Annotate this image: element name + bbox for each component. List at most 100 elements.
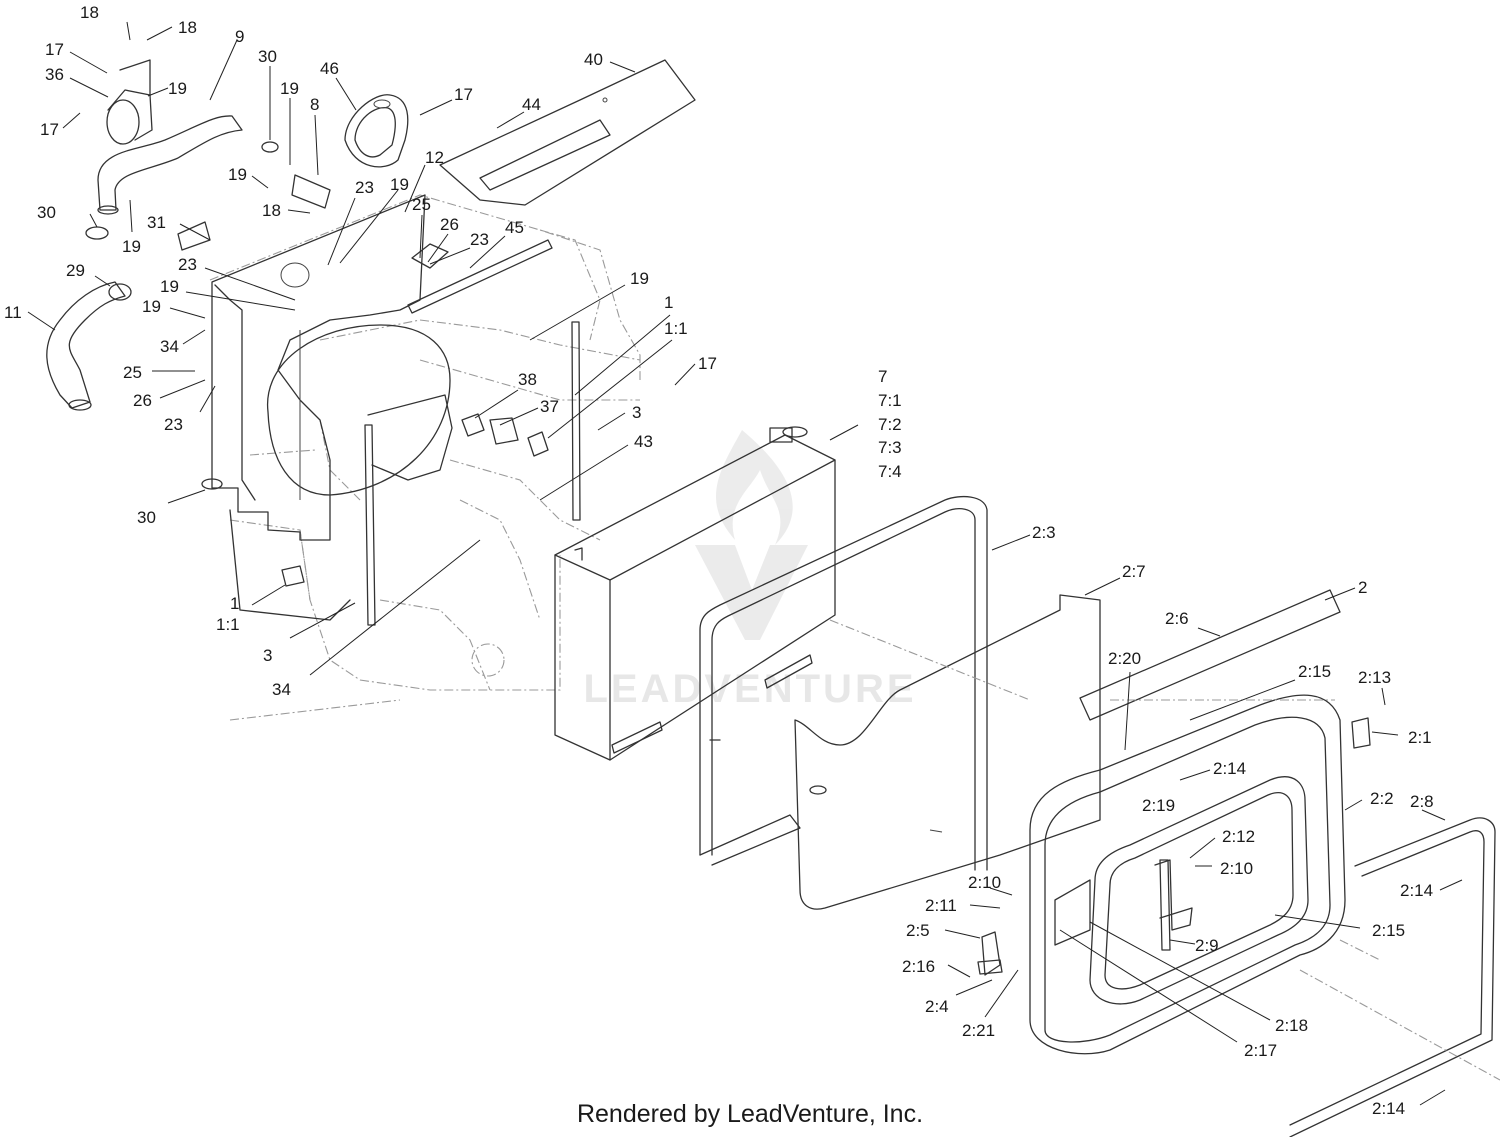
callout-19: 19: [122, 237, 141, 256]
callout-34: 34: [160, 337, 179, 356]
callout-8: 8: [310, 95, 319, 114]
callout-25: 25: [123, 363, 142, 382]
bracket-2-9: [1154, 859, 1193, 931]
fan-shroud: [211, 194, 453, 626]
callout-19: 19: [280, 79, 299, 98]
hinge-2-1: [1351, 717, 1371, 749]
callout-23: 23: [355, 178, 374, 197]
leader-lines: [27, 21, 1463, 1106]
callout-2-15: 2:15: [1298, 662, 1331, 681]
callout-2-8: 2:8: [1410, 792, 1434, 811]
callout-2-16: 2:16: [902, 957, 935, 976]
callout-30: 30: [137, 508, 156, 527]
callout-7: 7: [878, 367, 887, 386]
callout-30: 30: [37, 203, 56, 222]
callout-3: 3: [263, 646, 272, 665]
callout-34: 34: [272, 680, 291, 699]
callout-2-7: 2:7: [1122, 562, 1146, 581]
callout-2-18: 2:18: [1275, 1016, 1308, 1035]
callout-7-2: 7:2: [878, 415, 902, 434]
callout-2-14: 2:14: [1372, 1099, 1405, 1118]
callout-2-13: 2:13: [1358, 668, 1391, 687]
callout-29: 29: [66, 261, 85, 280]
callout-17: 17: [698, 354, 717, 373]
callout-44: 44: [522, 95, 541, 114]
screen-panel-2-7: [794, 594, 1101, 910]
callout-2-12: 2:12: [1222, 827, 1255, 846]
door-frame-2-2: [1029, 694, 1346, 1055]
elbow-36: [106, 59, 153, 145]
chassis-phantom: [209, 194, 641, 721]
callout-2-10: 2:10: [968, 873, 1001, 892]
callout-9: 9: [235, 27, 244, 46]
callout-38: 38: [518, 370, 537, 389]
callout-18: 18: [80, 3, 99, 22]
callout-19: 19: [390, 175, 409, 194]
callout-19: 19: [160, 277, 179, 296]
guide-lines: [829, 619, 1500, 1081]
callout-43: 43: [634, 432, 653, 451]
fittings-37-38: [281, 413, 549, 587]
watermark-text: LEADVENTURE: [583, 667, 916, 711]
callout-26: 26: [440, 215, 459, 234]
bracket-8: [291, 174, 331, 209]
callout-17: 17: [454, 85, 473, 104]
bracket-12: [411, 243, 449, 269]
seal-2-3: [699, 495, 988, 871]
footer-credit: Rendered by LeadVenture, Inc.: [576, 1100, 924, 1128]
callout-2-17: 2:17: [1244, 1041, 1277, 1060]
callout-2-1: 2:1: [1408, 728, 1432, 747]
callout-23: 23: [164, 415, 183, 434]
hose-11: [46, 281, 126, 411]
callout-2-5: 2:5: [906, 921, 930, 940]
callout-18: 18: [262, 201, 281, 220]
callout-19: 19: [168, 79, 187, 98]
callout-2-2: 2:2: [1370, 789, 1394, 808]
callout-2-14: 2:14: [1400, 881, 1433, 900]
callout-30: 30: [258, 47, 277, 66]
callout-37: 37: [540, 397, 559, 416]
callout-2-10: 2:10: [1220, 859, 1253, 878]
latch-2-5: [977, 931, 1003, 976]
rod-45: [407, 239, 553, 314]
callout-3: 3: [632, 403, 641, 422]
bars-3: [571, 321, 581, 521]
callout-19: 19: [630, 269, 649, 288]
callout-2-15: 2:15: [1372, 921, 1405, 940]
hose-9: [97, 115, 243, 215]
callout-46: 46: [320, 59, 339, 78]
callout-7-1: 7:1: [878, 391, 902, 410]
callout-23: 23: [178, 255, 197, 274]
callout-1: 1: [230, 594, 239, 613]
callout-2-9: 2:9: [1195, 936, 1219, 955]
callout-23: 23: [470, 230, 489, 249]
watermark-logo: LEADVENTURE: [583, 430, 916, 711]
callout-17: 17: [40, 120, 59, 139]
seal-strip-2-8: [1289, 817, 1496, 1137]
callout-1-1: 1:1: [216, 615, 240, 634]
reservoir-46: [344, 94, 409, 168]
callout-1-1: 1:1: [664, 319, 688, 338]
radiator-7: [554, 426, 836, 761]
callout-11: 11: [4, 303, 22, 322]
bracket-31: [177, 221, 211, 251]
callout-2-4: 2:4: [925, 997, 949, 1016]
callout-45: 45: [505, 218, 524, 237]
callout-26: 26: [133, 391, 152, 410]
callout-19: 19: [228, 165, 247, 184]
callout-1: 1: [664, 293, 673, 312]
callout-7-3: 7:3: [878, 438, 902, 457]
callout-2-19: 2:19: [1142, 796, 1175, 815]
callout-2: 2: [1358, 578, 1367, 597]
callout-12: 12: [425, 148, 444, 167]
callout-25: 25: [412, 195, 431, 214]
top-panel-40: [439, 59, 696, 206]
callout-2-21: 2:21: [962, 1021, 995, 1040]
screen-2-6: [1079, 589, 1341, 721]
callout-36: 36: [45, 65, 64, 84]
callout-31: 31: [147, 213, 166, 232]
callout-2-14: 2:14: [1213, 759, 1246, 778]
callout-2-6: 2:6: [1165, 609, 1189, 628]
callout-2-11: 2:11: [925, 896, 957, 915]
